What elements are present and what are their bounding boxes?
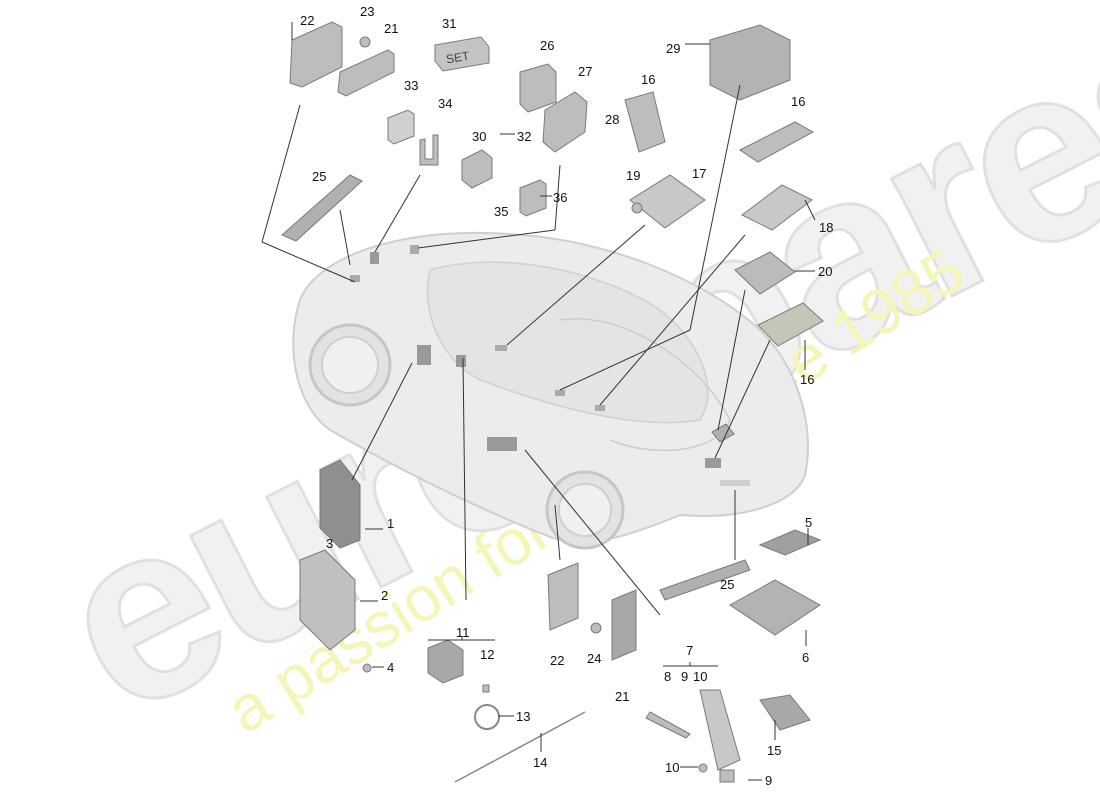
callout-1: 1 <box>387 516 395 531</box>
callout-16-a: 16 <box>641 72 656 87</box>
callout-35: 35 <box>494 204 509 219</box>
callout-7: 7 <box>686 643 694 658</box>
leader-lines <box>261 22 816 781</box>
callout-36: 36 <box>553 190 568 205</box>
callout-27: 27 <box>578 64 593 79</box>
callout-2: 2 <box>381 588 389 603</box>
callout-13: 13 <box>516 709 531 724</box>
callout-20: 20 <box>818 264 833 279</box>
callout-18: 18 <box>819 220 834 235</box>
car-body <box>292 231 809 550</box>
callout-16-b: 16 <box>791 94 806 109</box>
callout-32: 32 <box>517 129 532 144</box>
callout-33: 33 <box>404 78 419 93</box>
callout-9-plate: 9 <box>765 773 773 788</box>
callout-34: 34 <box>438 96 453 111</box>
callout-28: 28 <box>605 112 620 127</box>
callout-31: 31 <box>442 16 457 31</box>
callout-22-a: 22 <box>300 13 315 28</box>
svg-text:SET: SET <box>445 49 471 67</box>
parts: SET <box>281 21 824 783</box>
callout-12: 12 <box>480 647 495 662</box>
callout-21-a: 21 <box>384 21 399 36</box>
callout-9: 9 <box>681 669 689 684</box>
callout-5: 5 <box>805 515 813 530</box>
callout-22-b: 22 <box>550 653 565 668</box>
callout-4: 4 <box>387 660 395 675</box>
callout-26: 26 <box>540 38 555 53</box>
callout-17: 17 <box>692 166 707 181</box>
callout-14: 14 <box>533 755 548 770</box>
callout-8: 8 <box>664 669 672 684</box>
callout-19: 19 <box>626 168 641 183</box>
callout-23: 23 <box>360 4 375 19</box>
callout-11: 11 <box>456 625 470 640</box>
callout-10: 10 <box>693 669 708 684</box>
callout-16-c: 16 <box>800 372 815 387</box>
callout-21-b: 21 <box>615 689 630 704</box>
callout-24: 24 <box>587 651 602 666</box>
callout-10-screw: 10 <box>665 760 680 775</box>
callout-25-b: 25 <box>720 577 735 592</box>
callout-29: 29 <box>666 41 681 56</box>
callout-25-a: 25 <box>312 169 327 184</box>
callout-30: 30 <box>472 129 487 144</box>
callout-6: 6 <box>802 650 810 665</box>
callout-15: 15 <box>767 743 782 758</box>
callout-3: 3 <box>326 536 334 551</box>
